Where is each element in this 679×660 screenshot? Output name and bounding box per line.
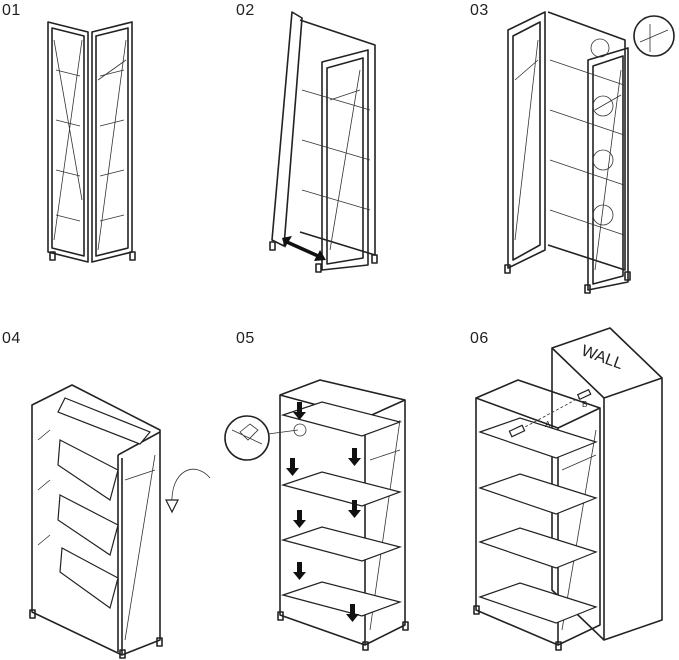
step-06-wall-anchoring: WALL A B	[473, 327, 663, 651]
step-03-label: 03	[470, 2, 489, 19]
step-06-label: 06	[470, 330, 489, 347]
step-01-label: 01	[2, 2, 21, 19]
step-04-folding-shelves-down	[29, 384, 211, 659]
step-01-folded-shelf	[47, 21, 136, 263]
step-05-inserting-shelves	[224, 379, 409, 651]
step-05-label: 05	[236, 330, 255, 347]
step-04-label: 04	[2, 330, 21, 347]
step-02-unfolding-shelf	[269, 11, 378, 273]
part-b-label: B	[582, 400, 587, 409]
part-a-label: A	[545, 420, 551, 429]
step-02-label: 02	[236, 2, 255, 19]
step-03-unfolded-shelf	[504, 11, 675, 294]
wall-label: WALL	[579, 342, 625, 373]
